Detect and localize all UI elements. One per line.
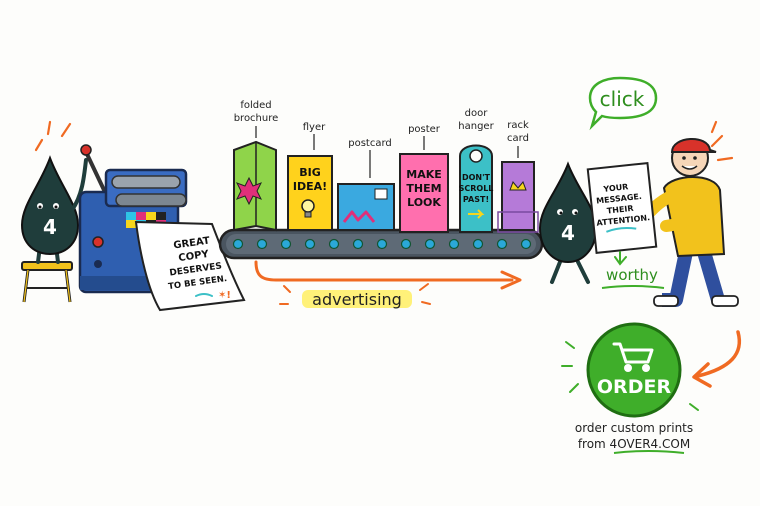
hanger-line-2: SCROLL — [459, 184, 494, 193]
order-spark-lines — [561, 341, 699, 411]
svg-text:✶!: ✶! — [218, 290, 231, 301]
sign-line-3: THEIR — [606, 204, 634, 216]
cart-icon — [612, 342, 654, 372]
hanger-line-1: DON'T — [462, 173, 491, 182]
label-folded: folded — [240, 100, 271, 111]
stool — [21, 261, 73, 303]
product-rack-card: rack card — [497, 120, 539, 233]
order-caption-line-2: from 4OVER4.COM — [578, 437, 690, 451]
label-rack: rack — [507, 120, 529, 131]
left-mascot: 4 — [20, 120, 88, 303]
press-output-sheet: GREAT COPY DESERVES TO BE SEEN. ✶! — [134, 220, 246, 312]
down-arrow-icon — [614, 251, 627, 266]
sign-line-1: YOUR — [602, 182, 629, 194]
worthy-label: worthy — [606, 266, 658, 284]
order-button-label: ORDER — [597, 376, 672, 398]
flyer-line-1: BIG — [299, 166, 321, 179]
press-lever-knob — [80, 144, 92, 156]
flyer-line-2: IDEA! — [293, 180, 327, 193]
shoe-right — [711, 295, 739, 307]
person — [640, 120, 739, 307]
label-door: door — [465, 108, 489, 119]
printing-press — [78, 144, 188, 294]
spark-lines — [34, 120, 72, 152]
advertising-label: advertising — [312, 290, 402, 309]
label-hanger: hanger — [458, 121, 494, 132]
product-folded-brochure: folded brochure — [233, 100, 279, 232]
click-label: click — [600, 87, 645, 111]
conveyor-belt — [218, 228, 544, 260]
red-cap — [670, 137, 717, 153]
arrow-head-icon — [500, 270, 522, 290]
caption-underline — [613, 450, 685, 454]
sheet-line-2: COPY — [178, 249, 210, 264]
order-flow-arrow — [692, 330, 742, 388]
message-sign: YOUR MESSAGE. THEIR ATTENTION. worthy — [586, 161, 665, 289]
product-poster: poster MAKE THEM LOOK — [399, 124, 449, 233]
lightbulb-icon — [301, 199, 315, 218]
product-door-hanger: door hanger DON'T SCROLL PAST! — [458, 108, 495, 233]
poster-line-2: THEM — [406, 182, 441, 195]
product-flyer: flyer BIG IDEA! — [287, 122, 333, 231]
label-flyer: flyer — [303, 122, 326, 133]
advertising-flow: advertising — [254, 260, 522, 309]
order-caption-line-1: order custom prints — [575, 421, 693, 435]
label-card: card — [507, 133, 529, 144]
product-postcard: postcard — [337, 138, 395, 231]
order-button[interactable]: ORDER — [586, 322, 682, 418]
label-poster: poster — [408, 124, 441, 135]
ink-drop-body — [20, 155, 80, 256]
poster-line-1: MAKE — [406, 168, 442, 181]
belt-rollers — [232, 238, 532, 250]
label-postcard: postcard — [348, 138, 392, 149]
poster-line-3: LOOK — [407, 196, 441, 209]
label-brochure: brochure — [234, 113, 279, 124]
hanger-line-3: PAST! — [463, 195, 489, 204]
shoe-left — [653, 295, 679, 307]
sheet-line-1: GREAT — [173, 236, 211, 252]
mascot-digit: 4 — [43, 215, 57, 239]
click-bubble: click — [588, 76, 658, 131]
walking-mascot-digit: 4 — [561, 221, 575, 245]
